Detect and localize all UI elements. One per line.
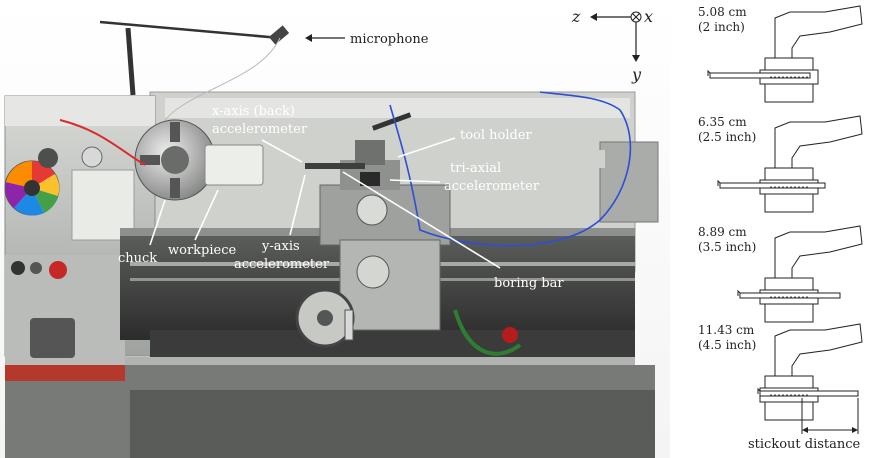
tool-holder-arm xyxy=(774,115,863,169)
knob-left-1 xyxy=(11,261,25,275)
workpiece xyxy=(204,144,264,186)
axis-label-x: x xyxy=(644,7,653,26)
holder-base-block xyxy=(764,303,814,323)
headstock-badge xyxy=(81,146,103,168)
headstock-knob xyxy=(38,148,58,168)
label-tool-holder: tool holder xyxy=(460,128,533,143)
chip-tray xyxy=(150,330,635,360)
holder-base-block xyxy=(764,83,814,103)
apron xyxy=(339,239,441,331)
arrow-chuck xyxy=(149,199,166,246)
handwheel-handle xyxy=(344,309,354,341)
label-y-accel-line1: y-axis xyxy=(261,239,300,254)
tool-holder-schematic xyxy=(737,225,863,323)
label-triaxial-line1: tri-axial xyxy=(450,161,501,176)
config-4-inch: (4.5 inch) xyxy=(698,338,756,352)
lathe-back-panel-top xyxy=(165,98,630,118)
tool-holder-schematic xyxy=(717,115,863,213)
stickout-arrow-right xyxy=(852,427,858,433)
label-x-accel-line2: accelerometer xyxy=(212,122,308,137)
holder-top-block xyxy=(764,277,814,291)
lathe-base-shadow xyxy=(130,390,655,458)
config-2-inch: (2.5 inch) xyxy=(698,130,756,144)
cutting-insert xyxy=(757,387,761,394)
blue-wire xyxy=(389,91,632,247)
tailstock-quill xyxy=(575,150,605,168)
apron-handwheel-small xyxy=(356,255,390,289)
lathe-photo: z x y microphone x-axis (back) accelerom… xyxy=(0,0,670,458)
tool-holder-schematic xyxy=(707,5,863,103)
tool-holder-schematic xyxy=(757,323,863,421)
arrow-y-accel xyxy=(289,174,306,236)
red-trim-strip xyxy=(5,365,125,381)
config-2-cm: 6.35 cm xyxy=(698,115,747,129)
arrow-triaxial xyxy=(389,179,441,183)
holder-base-block xyxy=(764,193,814,213)
chuck-center xyxy=(161,146,189,174)
microphone-icon xyxy=(99,20,290,121)
tool-holder-arm xyxy=(774,5,863,59)
tool-post xyxy=(355,140,385,165)
stickout-label: stickout distance xyxy=(748,437,861,452)
cross-slide-handwheel xyxy=(356,194,388,226)
speed-dial-icon xyxy=(4,160,60,216)
label-x-accel-line1: x-axis (back) xyxy=(212,104,295,119)
cutting-insert xyxy=(707,69,711,76)
boring-bar xyxy=(719,182,826,189)
tool-post-lever xyxy=(371,112,412,131)
tool-holder-arm xyxy=(774,323,863,377)
chuck-jaw-3 xyxy=(170,178,180,198)
boring-bar xyxy=(759,390,859,397)
green-hose xyxy=(453,309,522,356)
label-boring-bar: boring bar xyxy=(494,276,564,291)
label-y-accel-line2: accelerometer xyxy=(234,257,330,272)
axis-label-z: z xyxy=(571,7,581,26)
boring-bar xyxy=(739,292,841,299)
holder-top-block xyxy=(764,167,814,181)
config-1-cm: 5.08 cm xyxy=(698,5,747,19)
config-3-inch: (3.5 inch) xyxy=(698,240,756,254)
red-feed-knob xyxy=(502,327,518,343)
gear-lever-box xyxy=(30,318,75,358)
arrow-workpiece xyxy=(194,189,219,241)
holder-base-block xyxy=(764,401,814,421)
label-triaxial-line2: accelerometer xyxy=(444,179,540,194)
coordinate-axes xyxy=(590,11,642,62)
arrow-tool-holder xyxy=(397,137,456,158)
accelerometer-block xyxy=(360,172,380,186)
arrow-boring-bar xyxy=(342,171,501,269)
stickout-arrow-left xyxy=(802,427,808,433)
chuck-jaw-1 xyxy=(170,122,180,142)
tool-holder-arm xyxy=(774,225,863,279)
red-wire xyxy=(59,119,146,166)
arrow-x-accel xyxy=(261,139,303,163)
arrow-microphone-head xyxy=(305,34,312,42)
cutting-insert xyxy=(737,289,741,296)
config-4-cm: 11.43 cm xyxy=(698,323,755,337)
red-stop-button xyxy=(49,261,67,279)
config-1-inch: (2 inch) xyxy=(698,20,745,34)
label-microphone: microphone xyxy=(350,32,429,47)
chuck-jaw-2 xyxy=(140,155,160,165)
label-chuck: chuck xyxy=(118,251,157,266)
carriage-handwheel-hub xyxy=(317,310,333,326)
cutting-insert xyxy=(717,179,721,186)
boring-bar xyxy=(709,72,811,79)
axis-label-y: y xyxy=(631,65,642,84)
holder-top-block xyxy=(764,375,814,389)
headstock-top xyxy=(5,96,155,126)
holder-top-block xyxy=(764,57,814,71)
label-workpiece: workpiece xyxy=(168,243,236,258)
stickout-diagram: 5.08 cm (2 inch) 6.35 cm (2.5 inch) 8.89… xyxy=(698,5,863,452)
config-3-cm: 8.89 cm xyxy=(698,225,747,239)
knob-left-2 xyxy=(30,262,42,274)
boring-bar-shape xyxy=(305,163,365,169)
